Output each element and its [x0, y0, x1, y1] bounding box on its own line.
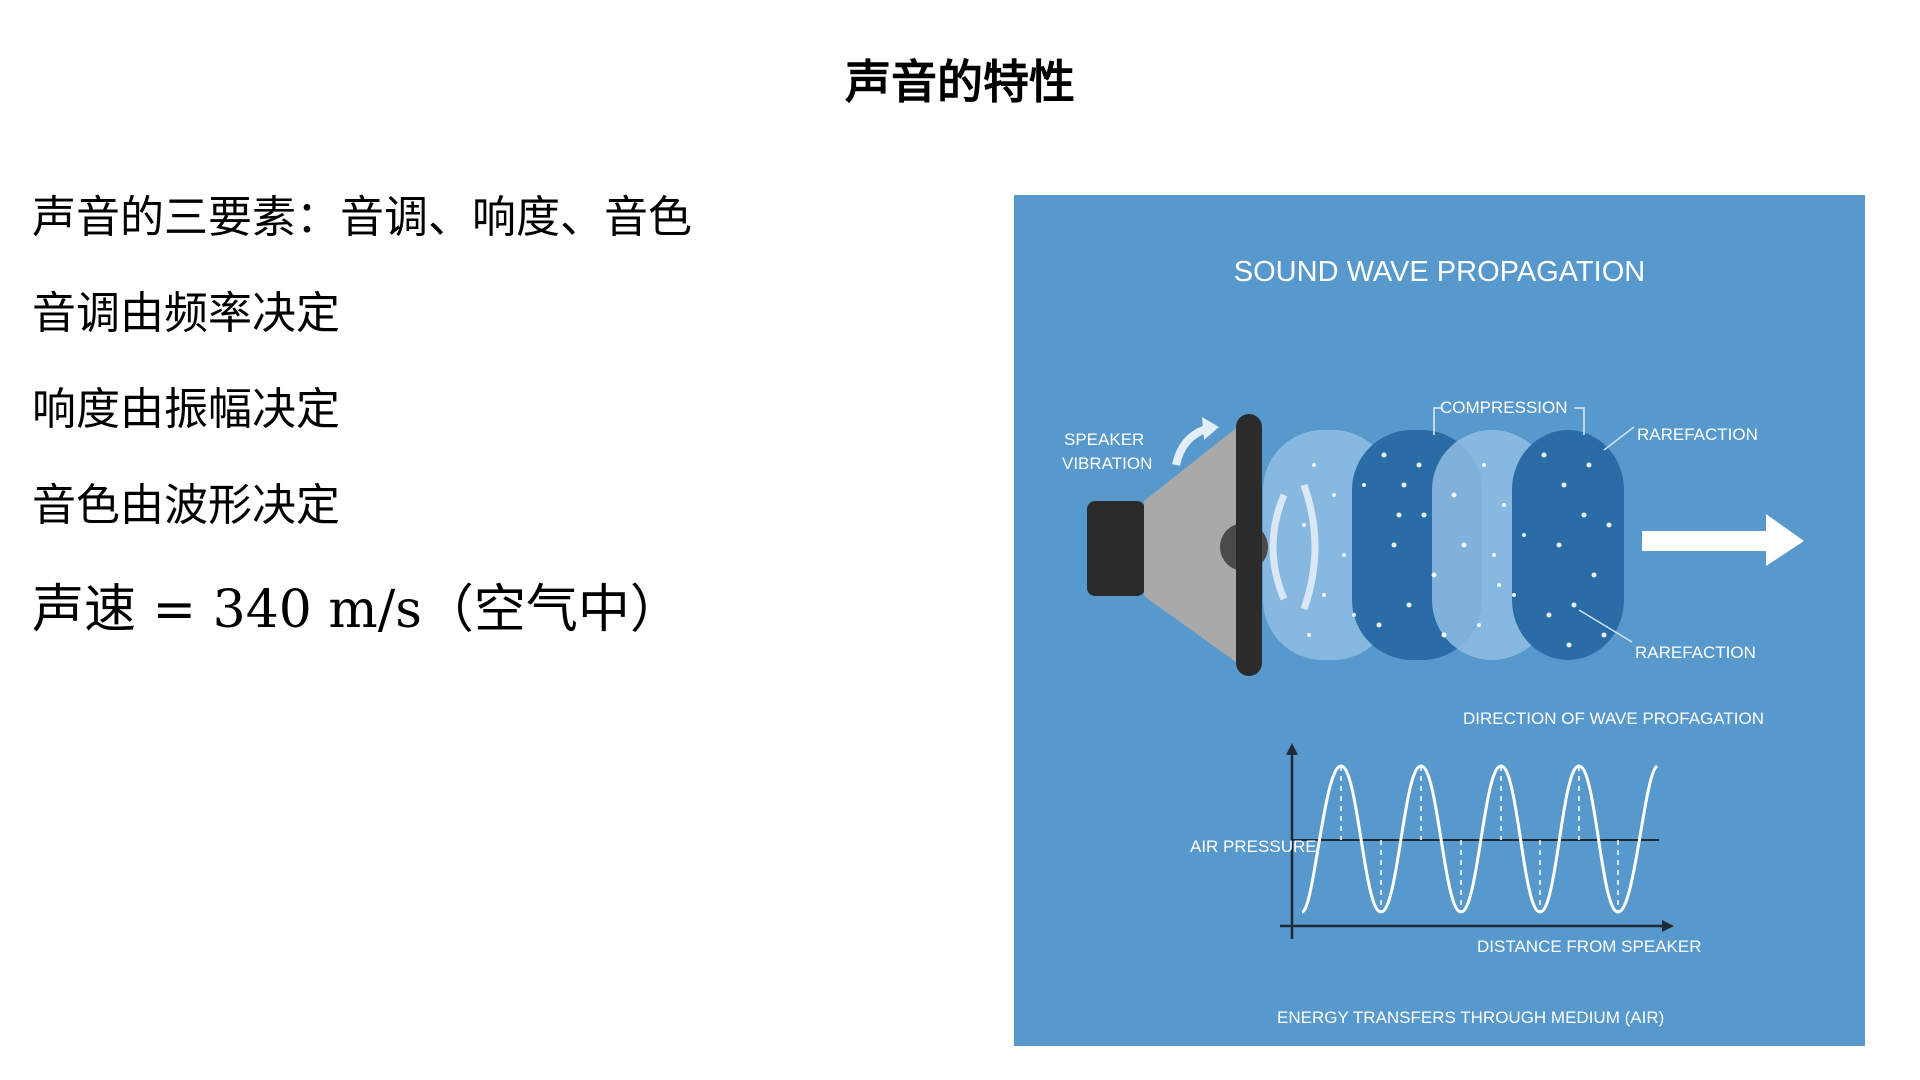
footer-label: ENERGY TRANSFERS THROUGH MEDIUM (AIR)	[1277, 1008, 1665, 1027]
diagram-graphics	[1087, 407, 1804, 939]
rarefaction-top-label: RAREFACTION	[1637, 425, 1758, 444]
speaker-icon	[1087, 414, 1268, 676]
pressure-graph	[1280, 743, 1674, 939]
body-line-loudness: 响度由振幅决定	[32, 384, 340, 435]
slide-title: 声音的特性	[845, 55, 1075, 109]
vibration-arrows-icon	[1269, 483, 1319, 611]
body-line-three-elements: 声音的三要素：音调、响度、音色	[32, 192, 692, 243]
speaker-vibration-arrowhead-icon	[1202, 417, 1219, 440]
direction-label: DIRECTION OF WAVE PROFAGATION	[1463, 709, 1764, 728]
speaker-vibration-arrow-icon	[1172, 425, 1208, 466]
rarefaction-bottom-label: RAREFACTION	[1635, 643, 1756, 662]
sound-wave-diagram: SOUND WAVE PROPAGATION SPEAKER VIBRATION…	[1014, 195, 1865, 1046]
body-line-timbre: 音色由波形决定	[32, 480, 340, 531]
propagation-direction-arrow-icon	[1642, 514, 1804, 566]
y-axis-label: AIR PRESSURE	[1190, 837, 1317, 856]
compression-label: COMPRESSION	[1440, 398, 1568, 417]
rarefaction-top-leader	[1603, 426, 1635, 451]
speaker-label-line2: VIBRATION	[1062, 454, 1153, 473]
body-line-pitch: 音调由频率决定	[32, 288, 340, 339]
x-axis-label: DISTANCE FROM SPEAKER	[1477, 937, 1702, 956]
compression-bracket	[1433, 407, 1585, 435]
diagram-title: SOUND WAVE PROPAGATION	[1233, 256, 1646, 288]
compression-rarefaction-bands	[1263, 430, 1624, 660]
rarefaction-bottom-leader	[1578, 609, 1633, 643]
speaker-label-line1: SPEAKER	[1064, 430, 1145, 449]
sound-speed-formula: 声速 = 340 m/s（空气中）	[32, 580, 682, 640]
